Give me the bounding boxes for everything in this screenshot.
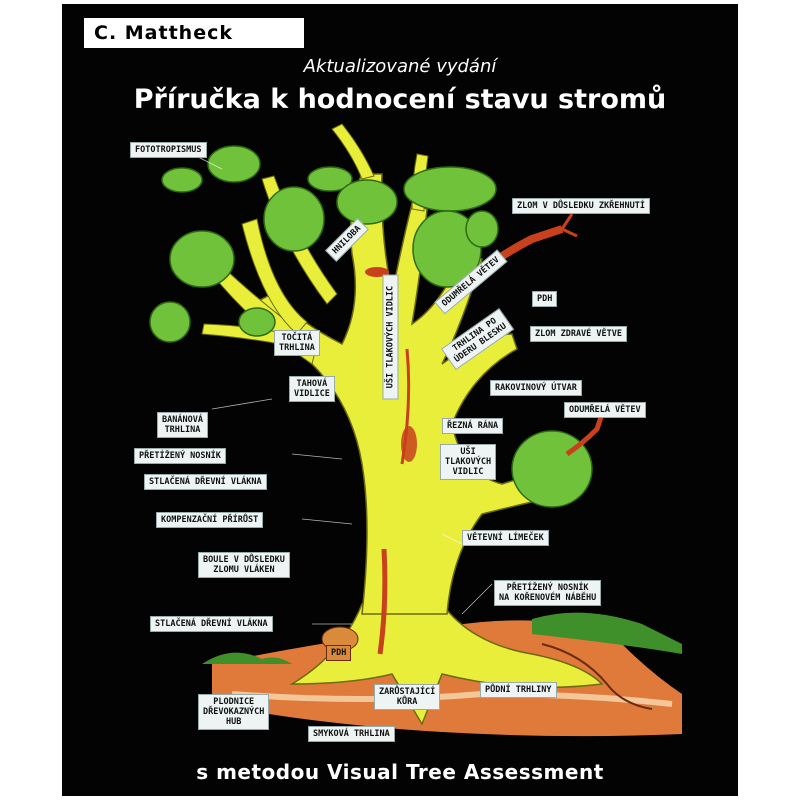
book-cover: C. Mattheck Aktualizované vydání Příručk… xyxy=(62,4,738,796)
label-stlacena-vlakna-lower: STLAČENÁ DŘEVNÍ VLÁKNA xyxy=(150,616,273,632)
label-stlacena-vlakna-upper: STLAČENÁ DŘEVNÍ VLÁKNA xyxy=(144,474,267,490)
label-usi-tlakovych-vidlic-box: UŠI TLAKOVÝCH VIDLIC xyxy=(440,444,497,480)
label-boule-zlomu-vlaken: BOULE V DŮSLEDKU ZLOMU VLÁKEN xyxy=(198,552,290,578)
label-vetevni-limecek: VĚTEVNÍ LÍMEČEK xyxy=(462,530,549,546)
edition-note: Aktualizované vydání xyxy=(303,56,497,77)
label-pdh-top: PDH xyxy=(532,291,558,307)
label-kompenzacni-prirust: KOMPENZAČNÍ PŘÍRŮST xyxy=(156,512,264,528)
shear-crack xyxy=(377,548,388,655)
label-pudni-trhliny: PŮDNÍ TRHLINY xyxy=(480,682,557,698)
label-zarustajici-kura: ZARŮSTAJÍCÍ KŮRA xyxy=(374,684,441,710)
grass xyxy=(202,652,292,664)
author-name: C. Mattheck xyxy=(84,18,304,48)
label-usi-tlakovych-vidlic-vertical: UŠI TLAKOVÝCH VIDLIC xyxy=(382,274,399,400)
book-subtitle: s metodou Visual Tree Assessment xyxy=(196,760,604,784)
label-smykova-trhlina: SMYKOVÁ TRHLINA xyxy=(308,726,395,742)
label-plodnice-hub: PLODNICE DŘEVOKAZNÝCH HUB xyxy=(198,694,270,730)
tree-illustration xyxy=(149,123,682,737)
label-fototropismus: FOTOTROPISMUS xyxy=(130,142,207,158)
label-odumrela-vetev-right: ODUMŘELÁ VĚTEV xyxy=(564,402,646,418)
label-pdh-base: PDH xyxy=(326,645,352,661)
label-rakovinovy-utvar: RAKOVINOVÝ ÚTVAR xyxy=(490,380,582,396)
roots xyxy=(289,603,604,726)
label-tahova-vidlice: TAHOVÁ VIDLICE xyxy=(289,376,335,402)
label-zlom-zkrehnuti: ZLOM V DŮSLEDKU ZKŘEHNUTÍ xyxy=(512,198,650,214)
label-tocita-trhlina: TOČITÁ TRHLINA xyxy=(274,330,320,356)
label-pretizeny-nosnik-koreni: PŘETÍŽENÝ NOSNÍK NA KOŘENOVÉM NÁBĚHU xyxy=(494,580,602,606)
foliage xyxy=(149,145,593,508)
label-pretizeny-nosnik: PŘETÍŽENÝ NOSNÍK xyxy=(134,448,226,464)
book-title: Příručka k hodnocení stavu stromů xyxy=(133,84,667,115)
label-zlom-zdrave-vetve: ZLOM ZDRAVÉ VĚTVE xyxy=(530,326,627,342)
label-rezna-rana: ŘEZNÁ RÁNA xyxy=(442,418,504,434)
dead-branch-right xyxy=(565,413,605,457)
label-bananova-trhlina: BANÁNOVÁ TRHLINA xyxy=(157,412,208,438)
